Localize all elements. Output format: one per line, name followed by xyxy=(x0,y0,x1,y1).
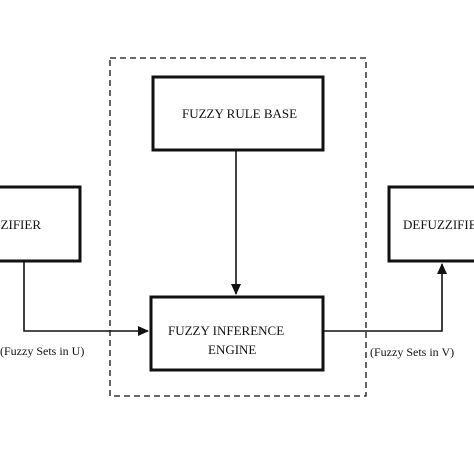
edge-label-fuzzy-sets-in-v: (Fuzzy Sets in V) xyxy=(370,345,454,359)
rule-base-label: FUZZY RULE BASE xyxy=(182,106,297,121)
arrow-fuzzifier-to-engine xyxy=(23,261,149,336)
defuzzifier-box[interactable] xyxy=(387,185,474,263)
rule-base-box[interactable] xyxy=(151,75,325,152)
fuzzifier-label: FUZZIFIER xyxy=(0,217,41,232)
inference-engine-label-line1: FUZZY INFERENCE xyxy=(168,323,284,338)
inference-region-dashed-border xyxy=(109,57,367,397)
inference-engine-label-line2: ENGINE xyxy=(208,342,256,357)
fuzzifier-box[interactable] xyxy=(0,185,82,263)
edge-label-fuzzy-sets-in-u: (Fuzzy Sets in U) xyxy=(0,344,84,358)
inference-engine-box[interactable] xyxy=(149,295,325,372)
defuzzifier-label: DEFUZZIFIER xyxy=(403,217,474,232)
arrow-engine-to-defuzzifier xyxy=(323,263,447,332)
